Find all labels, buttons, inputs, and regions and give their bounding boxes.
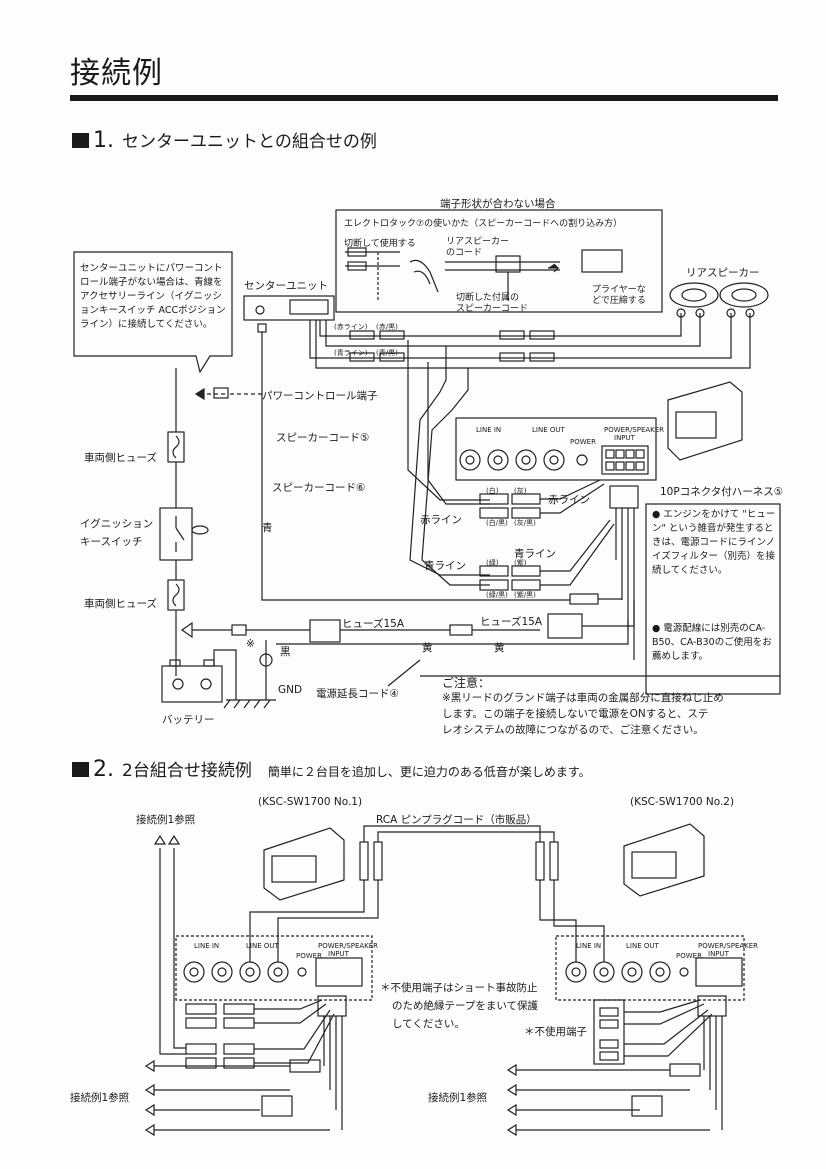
vehicle-fuse-bottom-label: 車両側ヒューズ [84, 598, 157, 610]
red-line-label-2: 赤ライン [420, 514, 462, 526]
unit1-label: (KSC-SW1700 No.1) [258, 796, 363, 808]
panel-power-label: POWER [570, 438, 596, 446]
panel-line-out-label: LINE OUT [626, 942, 659, 950]
rear-speaker-cord-label-1: リアスピーカー [446, 237, 510, 247]
elektrotap-title: エレクトロタック⑦の使いかた（スピーカーコードへの割り込み方） [344, 219, 623, 229]
panel-power-speaker-label: POWER/SPEAKER [698, 942, 759, 950]
gnd-label: GND [278, 684, 303, 696]
cord-label: (赤/黒) [376, 323, 398, 331]
cord-label: (紫/黒) [514, 591, 536, 599]
section1-heading: 1. センターユニットとの組合せの例 [72, 127, 377, 153]
cord-label: (青/黒) [376, 349, 398, 357]
panel-input-label: INPUT [328, 950, 349, 958]
ignition-label-1: イグニッション [80, 518, 154, 530]
page-title: 接続例 [70, 56, 163, 91]
cord-label: (紫) [514, 559, 527, 567]
insulation-note-1: ＊不使用端子はショート事故防止 [380, 982, 538, 994]
center-unit-box [243, 295, 335, 321]
rear-speaker-cord-label-2: のコード [446, 248, 483, 258]
section1-number: 1. [93, 128, 114, 153]
rca-cord-label: RCA ピンプラグコード（市販品） [376, 814, 537, 826]
section2-heading: 2. 2台組合せ接続例 簡単に２台目を追加し、更に迫力のある低音が楽しめます。 [72, 756, 591, 782]
caution-text-3: レオシステムの故障につながるので、ご注意ください。 [442, 724, 704, 736]
ignition-label-2: キースイッチ [80, 536, 143, 548]
unused-terminal-label: ＊不使用端子 [524, 1026, 587, 1038]
section2-subtitle: 簡単に２台目を追加し、更に迫力のある低音が楽しめます。 [267, 765, 591, 779]
panel-line-in-label: LINE IN [194, 942, 220, 950]
section-square-icon [72, 133, 89, 148]
cord-label: (灰/黒) [514, 519, 536, 527]
yellow-wire-label-1: 黄 [422, 642, 433, 654]
plier-label-2: どで圧締する [592, 296, 646, 306]
caution-text-2: します。この端子を接続しないで電源をONすると、ステ [442, 708, 709, 720]
cord-label: (青ライン) [334, 349, 368, 357]
caution-text-1: ※黒リードのグランド端子は車両の金属部分に直接ねじ止め [442, 692, 724, 704]
harness-label: 10Pコネクタ付ハーネス⑤ [660, 486, 784, 498]
section-square-icon [72, 762, 89, 777]
vehicle-fuse-top-label: 車両側ヒューズ [84, 452, 157, 464]
unit2-label: (KSC-SW1700 No.2) [630, 796, 735, 808]
plier-label-1: プライヤーな [592, 285, 646, 295]
blue-wire-label: 青 [262, 522, 273, 534]
black-wire-label: 黒 [280, 646, 291, 658]
cut-cord-label-2: スピーカーコード [456, 304, 529, 314]
ref-label: 接続例1参照 [136, 814, 196, 826]
panel-power-label: POWER [676, 952, 702, 960]
panel-input-label: INPUT [614, 434, 635, 442]
insulation-note-3: してください。 [392, 1018, 465, 1030]
caution-title: ご注意： [442, 676, 491, 690]
asterisk-label: ※ [246, 638, 255, 650]
title-rule [70, 95, 778, 101]
speaker-cord-5-label: スピーカーコード⑤ [276, 432, 370, 444]
terminal-mismatch-label: 端子形状が合わない場合 [440, 198, 556, 210]
center-unit-label: センターユニット [244, 280, 328, 292]
elektrotap-box [335, 209, 663, 313]
panel-power-speaker-label: POWER/SPEAKER [318, 942, 379, 950]
panel-line-out-label: LINE OUT [532, 426, 565, 434]
panel-input-label: INPUT [708, 950, 729, 958]
cord-label: (緑) [486, 559, 499, 567]
amp-panel [455, 417, 657, 481]
cord-label: (緑/黒) [486, 591, 508, 599]
section1-title: センターユニットとの組合せの例 [122, 132, 377, 152]
yellow-wire-label-2: 黄 [494, 642, 505, 654]
cord-label: (白/黒) [486, 519, 508, 527]
cut-cord-label-1: 切断した付属の [456, 293, 520, 303]
power-ext-cord-label: 電源延長コード④ [316, 688, 399, 700]
rear-speaker-label: リアスピーカー [686, 267, 760, 279]
power-wiring-note: ● 電源配線には別売のCA-B50、CA-B30のご使用をお薦めします。 [652, 623, 772, 662]
fuse-15a-label-2: ヒューズ15A [480, 616, 543, 628]
cord-label: (赤ライン) [334, 323, 368, 331]
insulation-note-2: のため絶縁テープをまいて保護 [392, 1000, 539, 1012]
blue-line-label-2: 青ライン [424, 560, 466, 572]
section2-title: 2台組合せ接続例 [122, 761, 252, 781]
blue-line-label-1: 青ライン [514, 548, 556, 560]
section2-number: 2. [93, 757, 114, 782]
panel-line-in-label: LINE IN [576, 942, 602, 950]
panel-power-speaker-label: POWER/SPEAKER [604, 426, 665, 434]
battery-label: バッテリー [162, 714, 215, 726]
speaker-cord-6-label: スピーカーコード⑥ [272, 482, 366, 494]
red-line-label-1: 赤ライン [548, 494, 590, 506]
cord-label: (灰) [514, 487, 527, 495]
engine-note: ● エンジンをかけて "ヒューン" という雑音が発生するときは、電源コードにライ… [652, 509, 776, 576]
ref-label: 接続例1参照 [428, 1092, 488, 1104]
ref-label: 接続例1参照 [70, 1092, 130, 1104]
panel-line-out-label: LINE OUT [246, 942, 279, 950]
panel-power-label: POWER [296, 952, 322, 960]
fuse-15a-label-1: ヒューズ15A [342, 618, 405, 630]
panel-line-in-label: LINE IN [476, 426, 502, 434]
power-note: センターユニットにパワーコントロール端子がない場合は、青線をアクセサリーライン（… [80, 263, 226, 330]
cut-use-label: 切断して使用する [344, 239, 416, 249]
cord-label: (白) [486, 487, 499, 495]
power-control-label: パワーコントロール端子 [262, 390, 378, 402]
